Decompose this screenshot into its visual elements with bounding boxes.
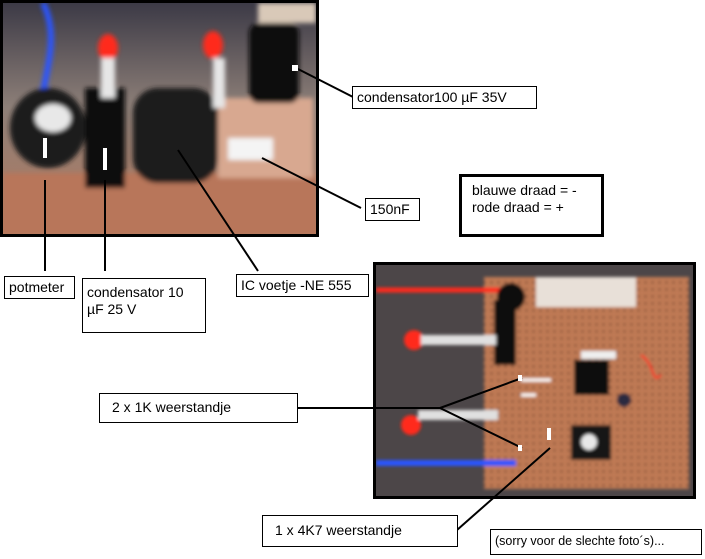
- pointer-dots: [43, 65, 551, 451]
- label-condensator10-line1: condensator 10: [87, 284, 184, 300]
- label-condensator100: condensator100 µF 35V: [352, 86, 537, 109]
- circuit-photo-top: [0, 0, 319, 237]
- circuit-photo-bottom: [373, 262, 696, 499]
- pointer-150nf: [261, 157, 362, 209]
- label-apology: (sorry voor de slechte foto´s)...: [490, 529, 702, 555]
- label-condensator10: condensator 10 µF 25 V: [82, 278, 206, 333]
- label-resistor-4k7: 1 x 4K7 weerstandje: [262, 515, 458, 547]
- pointer-resistor-4k7: [456, 447, 551, 531]
- label-potmeter: potmeter: [4, 276, 75, 299]
- circuit-photo-bottom-image: [376, 265, 693, 496]
- label-150nf: 150nF: [365, 198, 420, 221]
- legend-box: blauwe draad = - rode draad = +: [459, 174, 604, 237]
- label-resistors-1k: 2 x 1K weerstandje: [99, 393, 298, 423]
- legend-blue-wire: blauwe draad = -: [472, 182, 577, 198]
- label-condensator10-line2: µF 25 V: [87, 301, 137, 317]
- label-ic-socket: IC voetje -NE 555: [236, 274, 369, 297]
- circuit-photo-top-image: [3, 3, 316, 234]
- pointer-ic-socket: [177, 149, 259, 272]
- pointer-condensator100: [295, 67, 356, 99]
- pointer-resistor-b: [439, 407, 523, 449]
- pointer-resistor-a: [439, 377, 523, 409]
- legend-red-wire: rode draad = +: [472, 199, 564, 215]
